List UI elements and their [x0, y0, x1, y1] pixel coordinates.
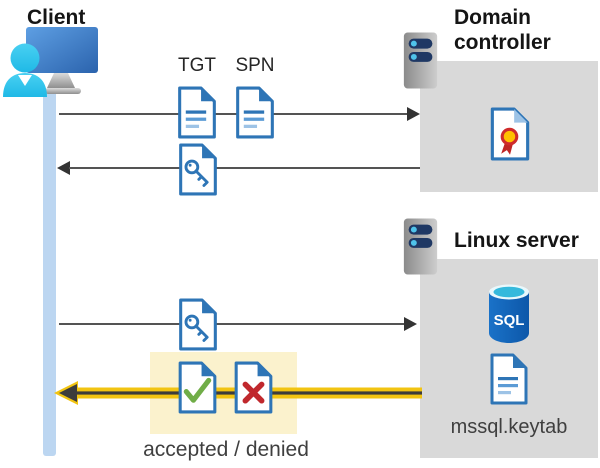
spn-document-icon — [234, 86, 276, 139]
sql-database-icon: SQL — [486, 282, 532, 344]
keytab-label: mssql.keytab — [450, 416, 568, 438]
arrow-request-line — [59, 113, 411, 116]
client-lifeline — [43, 90, 56, 456]
arrow-return-line — [69, 167, 420, 170]
arrow-present-head — [404, 317, 417, 331]
denied-document-icon — [233, 361, 274, 414]
linux-server-server-icon — [403, 218, 438, 275]
tgt-document-icon — [176, 86, 218, 139]
linux-server-label: Linux server — [454, 229, 579, 252]
client-label: Client — [27, 6, 86, 29]
accepted-document-icon — [177, 361, 218, 414]
tgt-label: TGT — [178, 55, 216, 76]
arrow-return-head — [57, 161, 70, 175]
domain-controller-server-icon — [403, 32, 438, 89]
key-document-icon — [177, 143, 219, 196]
domain-controller-label: Domain controller — [454, 6, 551, 54]
response-label: accepted / denied — [143, 438, 309, 461]
arrow-request-head — [407, 107, 420, 121]
spn-label: SPN — [235, 55, 275, 76]
certificate-document-icon — [489, 107, 531, 161]
key-document-icon-2 — [177, 298, 219, 351]
client-workstation-icon — [0, 27, 100, 97]
arrow-present-line — [59, 323, 407, 326]
sql-icon-label: SQL — [494, 312, 525, 329]
keytab-document-icon — [488, 353, 530, 405]
